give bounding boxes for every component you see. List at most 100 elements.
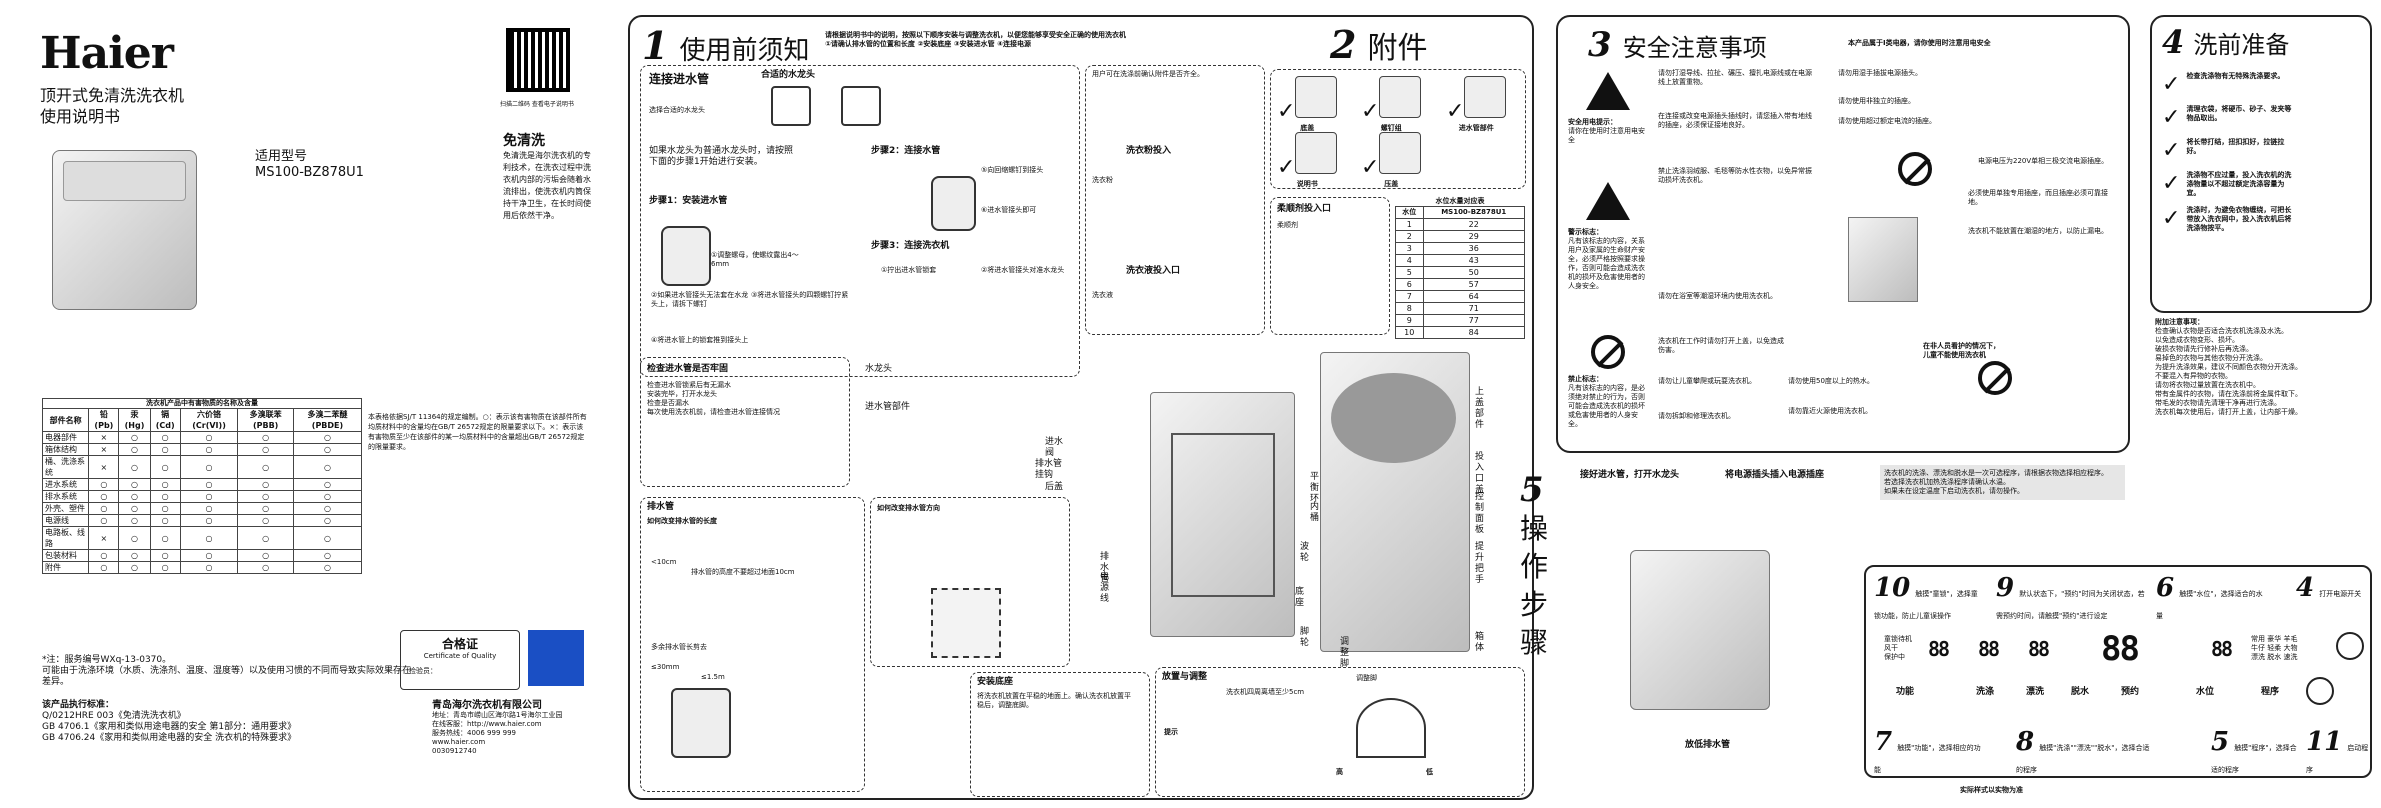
- reserve-button[interactable]: 预约: [2121, 687, 2140, 697]
- hazard-cell: 电源线: [41, 514, 90, 527]
- hazard-cell: ○: [149, 490, 181, 503]
- water-level-button[interactable]: 水位: [2196, 687, 2215, 697]
- level-diagram: [1356, 698, 1426, 758]
- hazard-cell: ×: [88, 526, 120, 550]
- display-3: 88: [2028, 637, 2050, 661]
- product-title: 顶开式免清洗洗衣机 使用说明书: [40, 86, 185, 126]
- prewash-list: ✓检查洗涤物有无特殊洗涤要求。 ✓清理衣袋，将硬币、砂子、发夹等物品取出。 ✓将…: [2162, 72, 2292, 232]
- water-cell: 22: [1422, 218, 1525, 231]
- display-2: 88: [1978, 637, 2000, 661]
- hazard-cell: ○: [118, 478, 151, 491]
- section-1-header: 1 使用前须知: [642, 23, 810, 68]
- hazard-cell: ○: [179, 502, 239, 515]
- hazard-cell: ○: [292, 526, 363, 550]
- step-10: 10 触摸"童锁"，选择童锁功能，防止儿童误操作: [1874, 573, 1978, 620]
- level-box: 安装底座 将洗衣机放置在平稳的地面上。确认洗衣机放置平稳后，调整底脚。: [970, 672, 1150, 797]
- hazard-header-cell: 多溴联苯(PBB): [237, 408, 294, 432]
- section-5-header: 5 操 作 步 骤: [1520, 470, 1549, 659]
- hazard-cell: ○: [237, 561, 294, 574]
- control-panel: 10 触摸"童锁"，选择童锁功能，防止儿童误操作 9 默认状态下，"预约"时间为…: [1864, 565, 2372, 778]
- left-indicators: 童锁待机 风干 保护中: [1884, 635, 1912, 661]
- program-button[interactable]: 程序: [2261, 687, 2280, 697]
- spin-button[interactable]: 脱水: [2071, 687, 2090, 697]
- step-11: 11 启动程序: [2306, 727, 2369, 774]
- water-cell: 5: [1395, 266, 1424, 279]
- power-icon[interactable]: [2336, 632, 2364, 660]
- hazard-header-cell: 六价铬(Cr(VI)): [179, 408, 239, 432]
- hazard-cell: ○: [179, 455, 239, 479]
- section-1-intro: 请根据说明书中的说明，按照以下顺序安装与调整洗衣机，以便您能够享受安全正确的使用…: [825, 31, 1126, 48]
- hazard-cell: ○: [179, 561, 239, 574]
- hazard-cell: ○: [179, 443, 239, 456]
- safety-caution: 在非人员看护的情况下，儿童不能使用洗衣机: [1923, 342, 2000, 359]
- table-row: 电路板、线路×○○○○○: [41, 526, 363, 550]
- washer-image: [52, 150, 197, 310]
- section-3-note: 本产品属于Ⅰ类电器，请你使用时注意用电安全: [1848, 39, 1991, 47]
- water-cell: 9: [1395, 314, 1424, 327]
- water-header-cell: MS100-BZ878U1: [1422, 206, 1525, 219]
- model-label: 适用型号: [255, 149, 308, 164]
- brand-logo: Haier: [40, 28, 174, 79]
- hazard-table: 洗衣机产品中有害物质的名称及含量 部件名称铅(Pb)汞(Hg)镉(Cd)六价铬(…: [41, 398, 363, 574]
- feature-text: 免清洗是海尔洗衣机的专利技术，在洗衣过程中洗衣机内部的污垢会随着水流排出，使洗衣…: [503, 151, 591, 220]
- safety-item-5: 请勿使用超过额定电流的插座。: [1838, 117, 1936, 125]
- press-cover-icon: [1379, 132, 1422, 174]
- step-7: 7 触摸"功能"，选择相应的功能: [1874, 727, 1981, 774]
- safety-item-1: 在连接或改变电源插头插线时，请您插入带有地线的插座，必须保证接地良好。: [1658, 112, 1812, 129]
- hazard-cell: ○: [292, 514, 363, 527]
- cover-panel: Haier 顶开式免清洗洗衣机 使用说明书 适用型号 MS100-BZ878U1…: [0, 0, 620, 808]
- prohibit-block: 禁止标志： 凡有该标志的内容，是必须绝对禁止的行为，否则可能会造成洗衣机的损坏或…: [1568, 335, 1648, 429]
- wash-button[interactable]: 洗涤: [1976, 687, 1995, 697]
- feature-title: 免清洗: [503, 133, 545, 149]
- water-header-cell: 水位: [1395, 206, 1424, 219]
- hazard-cell: ○: [149, 514, 181, 527]
- water-cell: 3: [1395, 242, 1424, 255]
- confirm-inlet-box: 检查进水管是否牢固 检查进水管锁紧后有无漏水 安装完毕，打开水龙头 检查是否漏水…: [640, 357, 850, 487]
- hazard-cell: ○: [237, 443, 294, 456]
- hazard-cell: 进水系统: [41, 478, 90, 491]
- inlet-diagram: [661, 226, 711, 286]
- safety-item-4: 请勿使用非独立的插座。: [1838, 97, 1915, 105]
- op-step-3: 放低排水管: [1685, 740, 1731, 750]
- hazard-note: 本表格依据SJ/T 11364的规定编制。○：表示该有害物质在该部件所有均质材料…: [368, 413, 587, 451]
- section-3-header: 3 安全注意事项: [1588, 25, 1767, 65]
- safety-item-11: 洗衣机在工作时请勿打开上盖，以免造成伤害。: [1658, 337, 1784, 354]
- accessories-box: ✓ 底盖 ✓ 螺钉组 ✓ 进水管部件 ✓ 说明书 ✓ 压盖: [1270, 69, 1526, 189]
- rinse-button[interactable]: 漂洗: [2026, 687, 2045, 697]
- section-3-panel: 3 安全注意事项 本产品属于Ⅰ类电器，请你使用时注意用电安全 安全用电提示： 请…: [1556, 15, 2130, 453]
- hazard-cell: ○: [237, 514, 294, 527]
- table-row: 电器部件×○○○○○: [41, 431, 363, 444]
- hazard-cell: ○: [149, 478, 181, 491]
- safety-washer-image: [1848, 217, 1918, 302]
- op-step-1: 接好进水管，打开水龙头: [1580, 470, 1680, 480]
- hazard-cell: ○: [292, 478, 363, 491]
- safety-item-7: 洗衣机不能放置在潮湿的地方，以防止漏电。: [1968, 227, 2108, 235]
- hazard-cell: ○: [237, 431, 294, 444]
- hazard-cell: ○: [118, 455, 151, 479]
- water-cell: 29: [1422, 230, 1525, 243]
- water-cell: 1: [1395, 218, 1424, 231]
- table-row: 进水系统○○○○○○: [41, 478, 363, 491]
- hazard-cell: ○: [88, 549, 120, 562]
- start-pause-icon[interactable]: [2306, 677, 2334, 705]
- hazard-cell: ○: [149, 455, 181, 479]
- inlet-diagram-2: [931, 176, 976, 231]
- table-row: 电源线○○○○○○: [41, 514, 363, 527]
- hazard-cell: ○: [292, 502, 363, 515]
- standards: 该产品执行标准： Q/0212HRE 003《免清洗洗衣机》 GB 4706.1…: [42, 700, 297, 743]
- hazard-header-cell: 部件名称: [41, 408, 90, 432]
- hazard-cell: ○: [179, 490, 239, 503]
- put-box: 放置与调整 洗衣机四周离墙至少5cm 调整脚 高 低 提示: [1155, 667, 1525, 797]
- faucet-icon: [771, 86, 811, 126]
- function-button[interactable]: 功能: [1896, 687, 1915, 697]
- water-cell: 10: [1395, 326, 1424, 339]
- hazard-cell: 附件: [41, 561, 90, 574]
- hazard-cell: ○: [118, 561, 151, 574]
- extra-notes: 附加注意事项： 检查确认衣物是否适合洗衣机洗涤及水洗。 以免造成衣物变形、损坏。…: [2155, 318, 2302, 416]
- qr-code[interactable]: [506, 28, 570, 92]
- manual-icon: [1295, 132, 1338, 174]
